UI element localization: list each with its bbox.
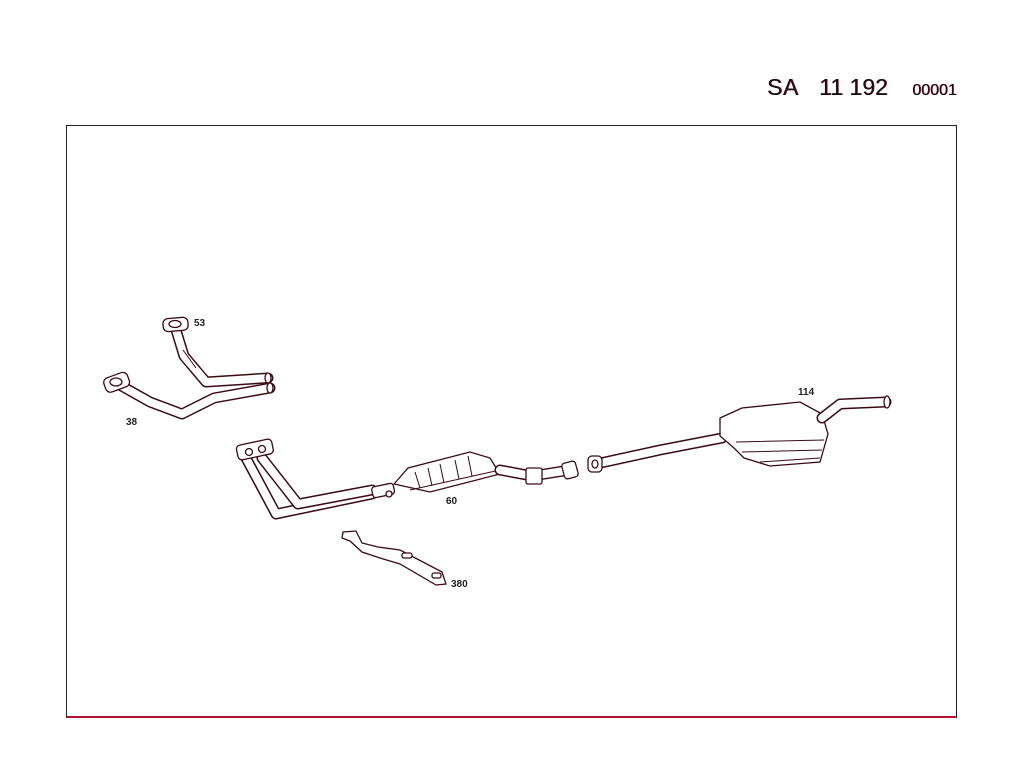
label-60: 60 [446,496,458,507]
diagram-frame [66,125,957,718]
group-number: 11 192 [819,74,888,100]
label-114: 114 [798,387,815,398]
part-53-front-pipe[interactable] [162,316,274,388]
part-380-bracket[interactable] [341,530,447,586]
part-38-front-pipe[interactable] [102,371,276,420]
part-114-muffler[interactable] [587,395,892,473]
label-53: 53 [194,318,206,329]
label-38: 38 [126,417,138,428]
diagram-header: SA 11 192 00001 [767,74,957,101]
group-code: SA [767,74,799,100]
sheet-number: 00001 [912,82,957,99]
label-380: 380 [451,579,468,590]
part-60-catalytic-converter[interactable] [235,438,579,520]
